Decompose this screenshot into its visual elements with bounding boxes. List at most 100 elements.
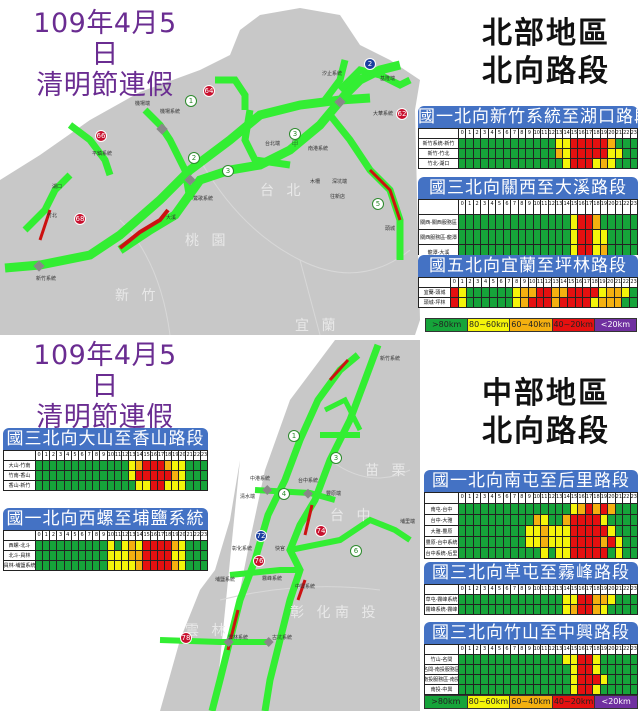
- speed-cell: [71, 561, 79, 571]
- speed-cell: [578, 537, 586, 548]
- speed-cell: [518, 526, 527, 537]
- speed-cell: [623, 665, 631, 675]
- hour-header: 7: [511, 200, 519, 215]
- speed-cell: [129, 481, 137, 491]
- speed-cell: [186, 471, 194, 481]
- speed-cell: [548, 537, 556, 548]
- speed-cell: [533, 655, 542, 665]
- speed-cell: [555, 159, 564, 169]
- speed-cell: [600, 215, 609, 230]
- speed-cell: [630, 548, 638, 559]
- hour-header: 7: [86, 451, 94, 461]
- hour-header: 22: [623, 585, 631, 595]
- speed-cell: [548, 548, 556, 559]
- freeway-3-road: [117, 60, 402, 254]
- speed-cell: [563, 215, 571, 230]
- speed-cell: [615, 675, 624, 685]
- hour-header: 15: [570, 493, 579, 504]
- speed-cell: [497, 298, 506, 308]
- hour-header: 19: [600, 493, 609, 504]
- speed-cell: [86, 551, 94, 561]
- speed-cell: [473, 548, 482, 559]
- speed-cell: [511, 215, 519, 230]
- speed-cell: [86, 561, 94, 571]
- map-area-label: 新 竹: [115, 288, 160, 304]
- hour-header: 14: [563, 645, 571, 655]
- speed-cell: [521, 288, 529, 298]
- speed-cell: [578, 665, 586, 675]
- hour-header: 11: [541, 129, 549, 139]
- speed-cell: [503, 537, 512, 548]
- speed-cell: [563, 504, 571, 515]
- speed-cell: [583, 298, 592, 308]
- speed-cell: [481, 139, 489, 149]
- speed-cell: [541, 149, 549, 159]
- speed-cell: [541, 139, 549, 149]
- speed-cell: [121, 481, 130, 491]
- speed-cell: [630, 515, 638, 526]
- speed-cell: [193, 471, 201, 481]
- speed-cell: [526, 215, 534, 230]
- speed-cell: [614, 298, 623, 308]
- speed-cell: [623, 215, 631, 230]
- speed-cell: [518, 515, 527, 526]
- hour-header: 2: [473, 585, 482, 595]
- hour-header: 6: [78, 531, 87, 541]
- speed-cell: [548, 605, 556, 615]
- map-area-label: 彰 化: [290, 605, 335, 621]
- speed-cell: [93, 541, 101, 551]
- speed-cell: [496, 685, 504, 695]
- corner-cell: [419, 278, 451, 288]
- hour-header: 20: [179, 531, 187, 541]
- route-badge-icon: 5: [372, 198, 384, 210]
- hour-header: 6: [503, 645, 512, 655]
- speed-cell: [473, 230, 482, 245]
- speed-cell: [533, 159, 542, 169]
- map-place-label: 新竹系統: [36, 276, 57, 282]
- speed-cell: [555, 537, 564, 548]
- speed-cell: [503, 685, 512, 695]
- speed-cell: [481, 685, 489, 695]
- hour-header: 21: [615, 200, 624, 215]
- speed-cell: [503, 504, 512, 515]
- speed-cell: [563, 230, 571, 245]
- speed-cell: [511, 685, 519, 695]
- corner-cell: [4, 531, 36, 541]
- speed-cell: [608, 159, 616, 169]
- speed-cell: [489, 298, 498, 308]
- speed-cell: [630, 504, 638, 515]
- hour-header: 19: [172, 451, 180, 461]
- speed-cell: [570, 149, 579, 159]
- speed-cell: [143, 541, 151, 551]
- hour-header: 18: [593, 493, 601, 504]
- speed-cell: [600, 149, 609, 159]
- hour-header: 12: [544, 278, 553, 288]
- hour-header: 6: [503, 585, 512, 595]
- speed-cell: [488, 215, 497, 230]
- speed-cell: [614, 288, 623, 298]
- speed-cell: [593, 675, 601, 685]
- speed-cell: [150, 551, 158, 561]
- hour-header: 0: [459, 493, 467, 504]
- speed-cell: [496, 537, 504, 548]
- speed-cell: [511, 548, 519, 559]
- speed-cell: [591, 298, 600, 308]
- speed-cell: [172, 541, 180, 551]
- speed-cell: [466, 215, 474, 230]
- speed-cell: [615, 595, 624, 605]
- speed-cell: [526, 504, 534, 515]
- speed-cell: [459, 230, 467, 245]
- speed-cell: [518, 595, 527, 605]
- hour-header: 21: [615, 645, 624, 655]
- speed-cell: [578, 230, 586, 245]
- speed-cell: [591, 288, 600, 298]
- hour-header: 22: [193, 531, 201, 541]
- freeway-1-road: [4, 93, 371, 273]
- hour-header: 21: [614, 278, 623, 288]
- speed-cell: [526, 159, 534, 169]
